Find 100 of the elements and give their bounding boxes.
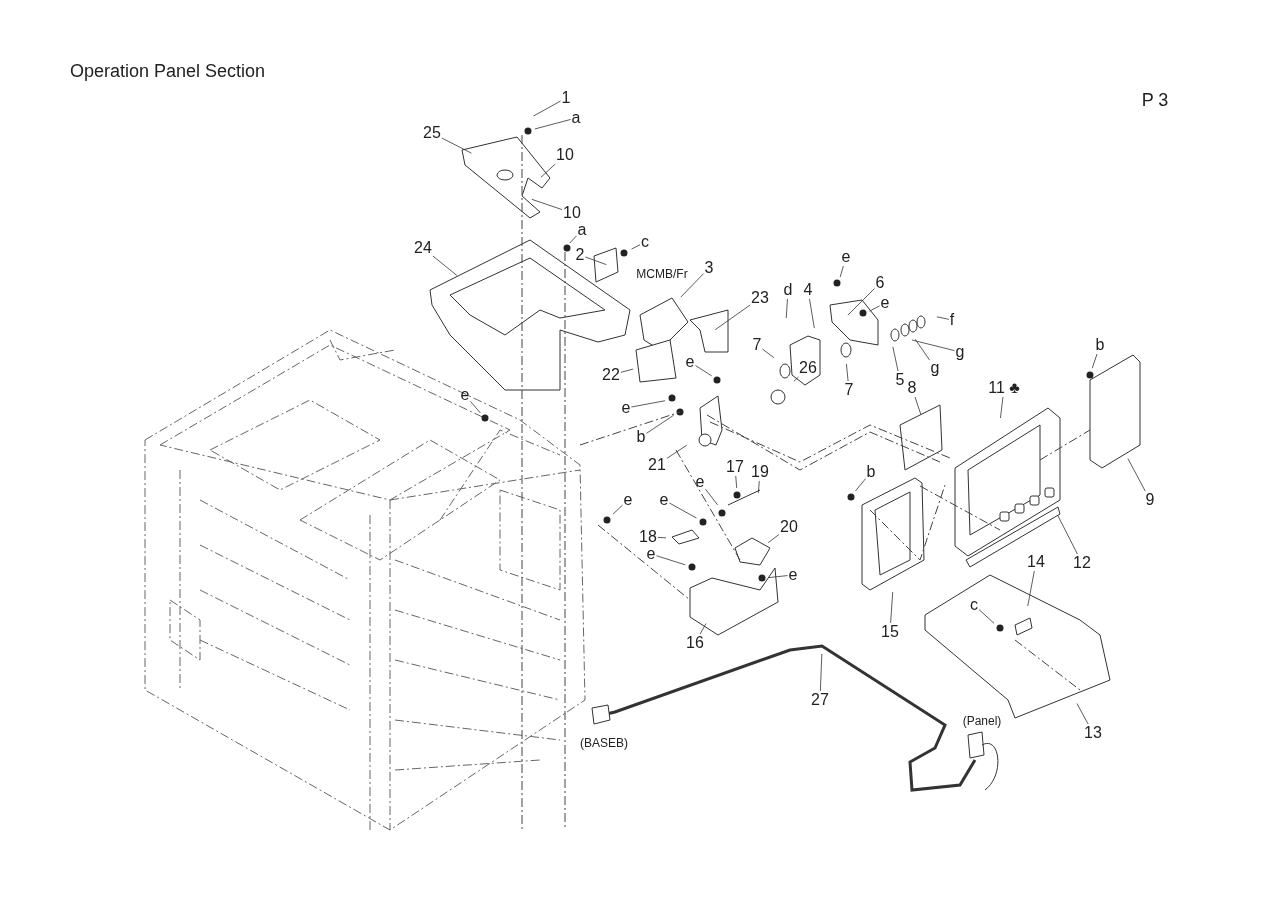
leader-line xyxy=(785,298,788,319)
leader-line xyxy=(914,338,930,361)
callout-number: e xyxy=(695,474,705,490)
leader-line xyxy=(809,298,815,329)
connector-label: (Panel) xyxy=(962,715,1002,727)
leader-line xyxy=(1027,570,1035,607)
leader-line xyxy=(890,591,894,624)
callout-number: e xyxy=(659,492,669,508)
callout-number: e xyxy=(880,295,890,311)
callout-number: 10 xyxy=(556,147,574,163)
leader-line xyxy=(669,502,697,519)
callout-number: 3 xyxy=(704,260,714,276)
leader-line xyxy=(612,504,623,515)
leader-line xyxy=(793,376,799,382)
callout-number: 2 xyxy=(575,247,585,263)
callout-number: g xyxy=(955,344,965,360)
leader-line xyxy=(695,365,713,377)
connector-label: MCMB/Fr xyxy=(636,268,688,280)
leader-line xyxy=(657,537,667,539)
callout-number: g xyxy=(930,360,940,376)
leader-line xyxy=(569,235,577,244)
callout-number: e xyxy=(788,567,798,583)
leader-line xyxy=(914,396,922,415)
leader-line xyxy=(1000,396,1004,419)
leader-line xyxy=(855,478,866,492)
callout-number: b xyxy=(1095,337,1105,353)
leader-line xyxy=(869,305,880,312)
leader-line xyxy=(620,368,634,373)
title: Operation Panel Section xyxy=(70,61,266,82)
leader-line xyxy=(631,244,641,250)
leader-line xyxy=(768,575,788,578)
leader-line xyxy=(534,119,571,130)
leader-line xyxy=(1127,458,1146,492)
callout-number: 12 xyxy=(1073,555,1091,571)
callout-number: e xyxy=(646,546,656,562)
leader-line xyxy=(631,400,666,408)
callout-number: 13 xyxy=(1084,725,1102,741)
callout-number: f xyxy=(949,312,955,328)
leader-line xyxy=(735,475,738,489)
callout-number: 10 xyxy=(563,205,581,221)
leader-line xyxy=(585,256,607,265)
leader-line xyxy=(531,198,563,211)
callout-number: 26 xyxy=(799,360,817,376)
leader-line xyxy=(646,414,675,434)
leader-line xyxy=(680,273,704,298)
callout-number: 7 xyxy=(752,337,762,353)
callout-number: 14 xyxy=(1027,554,1045,570)
leader-line xyxy=(847,288,875,316)
callout-number: a xyxy=(577,222,587,238)
leader-line xyxy=(911,339,955,352)
leader-line xyxy=(767,534,780,543)
callout-number: 22 xyxy=(602,367,620,383)
callout-number: 5 xyxy=(895,372,905,388)
leader-line xyxy=(819,653,823,692)
callout-number: b xyxy=(866,464,876,480)
leader-line xyxy=(1076,703,1089,725)
callout-number: 18 xyxy=(639,529,657,545)
callout-number: e xyxy=(621,400,631,416)
leader-line xyxy=(1057,515,1078,555)
callout-number: 9 xyxy=(1145,492,1155,508)
callout-number: 20 xyxy=(780,519,798,535)
leader-line xyxy=(699,623,707,635)
leader-line xyxy=(656,555,686,566)
page-number: P 3 xyxy=(1141,91,1169,109)
connector-label: (BASEB) xyxy=(580,737,628,749)
callout-number: e xyxy=(685,354,695,370)
leader-line xyxy=(846,363,849,382)
callout-number: e xyxy=(841,249,851,265)
leader-line xyxy=(978,609,995,624)
callout-number: 27 xyxy=(811,692,829,708)
leader-line xyxy=(757,480,760,494)
callout-number: 1 xyxy=(561,90,571,106)
leader-line xyxy=(705,488,718,506)
callout-number: c xyxy=(970,597,978,613)
callout-number: 15 xyxy=(881,624,899,640)
callout-number: 4 xyxy=(803,282,813,298)
callout-number: e xyxy=(623,492,633,508)
callout-number: c xyxy=(641,234,649,250)
leader-line xyxy=(892,346,899,372)
callout-number: 17 xyxy=(726,459,744,475)
callout-number: 6 xyxy=(875,275,885,291)
callout-number: 23 xyxy=(751,290,769,306)
leader-line xyxy=(839,265,844,278)
leader-line xyxy=(533,100,561,117)
callout-number: 16 xyxy=(686,635,704,651)
leader-line xyxy=(714,304,751,331)
callout-number: e xyxy=(460,387,470,403)
leader-line xyxy=(441,137,472,154)
callout-number: d xyxy=(783,282,793,298)
leader-line xyxy=(936,316,950,320)
callout-number: 11 ♣ xyxy=(988,380,1020,396)
leader-line xyxy=(432,255,458,276)
callout-number: 25 xyxy=(423,125,441,141)
leader-line xyxy=(666,444,688,459)
leader-line xyxy=(540,163,556,178)
callout-number: 8 xyxy=(907,380,917,396)
callout-number: a xyxy=(571,110,581,126)
callout-number: 19 xyxy=(751,464,769,480)
callout-number: b xyxy=(636,429,646,445)
leader-line xyxy=(470,400,481,414)
